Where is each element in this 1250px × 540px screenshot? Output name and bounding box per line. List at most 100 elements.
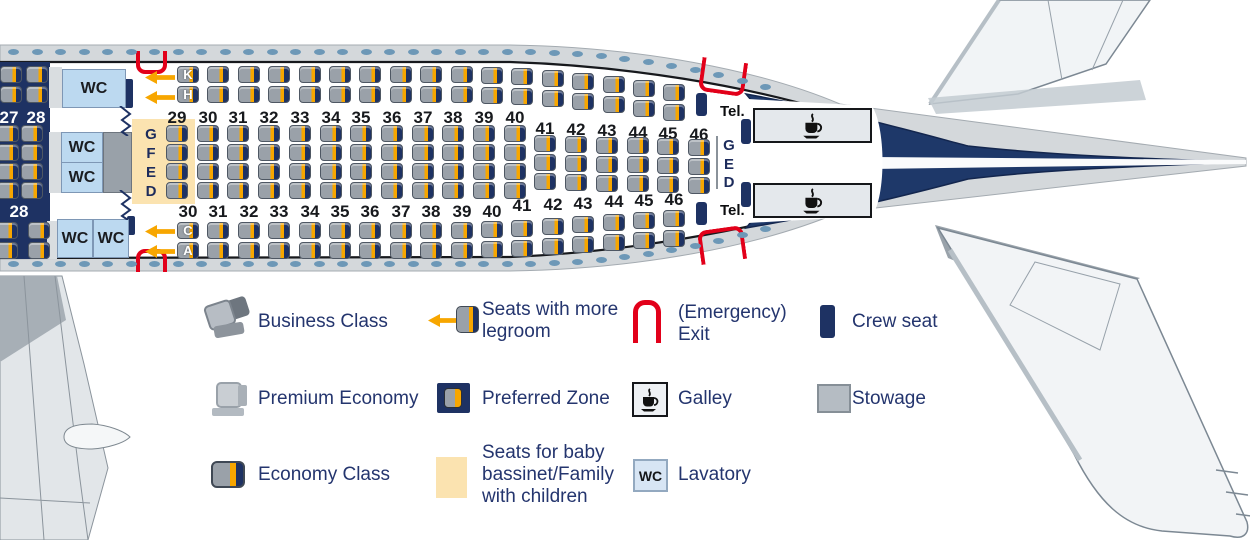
seat [359, 222, 381, 239]
emergency-exit-marker [696, 224, 748, 266]
window [572, 259, 583, 265]
seat-letter-label: F [146, 145, 156, 162]
seat [473, 144, 495, 161]
seat [329, 242, 351, 259]
seat-letter-label: E [145, 164, 156, 181]
seat [596, 137, 618, 154]
legend-label: Premium Economy [258, 388, 419, 409]
seat: A [177, 242, 199, 259]
window [455, 49, 466, 55]
window [361, 261, 372, 267]
seat [0, 182, 19, 199]
row-number: 40 [505, 108, 525, 127]
seat [390, 66, 412, 83]
seat: H [177, 86, 199, 103]
seat [565, 136, 587, 153]
seat [451, 242, 473, 259]
seat [688, 139, 710, 156]
seat [451, 86, 473, 103]
window [149, 49, 160, 55]
window [549, 260, 560, 266]
seat [511, 88, 533, 105]
window [173, 261, 184, 267]
row-number: 35 [330, 202, 350, 221]
seat [420, 222, 442, 239]
seat [627, 156, 649, 173]
seat [166, 163, 188, 180]
seat-letter: A [183, 243, 193, 258]
lavatory: WC [57, 219, 93, 258]
seat [227, 182, 249, 199]
legroom-arrow-seat-icon [428, 306, 480, 334]
coffee-cup-icon [802, 112, 822, 138]
seat [473, 182, 495, 199]
seat [227, 163, 249, 180]
seat [227, 125, 249, 142]
seat [26, 86, 48, 103]
seat [268, 86, 290, 103]
seat [0, 242, 18, 259]
legend-label: Stowage [852, 388, 926, 409]
legroom-arrow-icon [145, 91, 175, 104]
window [314, 261, 325, 267]
row-number: 40 [482, 202, 502, 221]
stowage-strip [49, 132, 61, 193]
seat [412, 163, 434, 180]
row-number: 38 [421, 202, 441, 221]
row-number: 36 [382, 108, 402, 127]
seat [350, 182, 372, 199]
seat [663, 104, 685, 121]
window [455, 261, 466, 267]
seat [238, 222, 260, 239]
window [267, 261, 278, 267]
seat [289, 163, 311, 180]
seat [166, 144, 188, 161]
seat [572, 73, 594, 90]
seat [603, 214, 625, 231]
window [643, 251, 654, 257]
seat [21, 144, 43, 161]
window [220, 49, 231, 55]
seat [603, 234, 625, 251]
row-number: 42 [543, 195, 563, 214]
seat [504, 125, 526, 142]
seat [511, 240, 533, 257]
window [760, 84, 771, 90]
row-number: 31 [228, 108, 248, 127]
seat [565, 174, 587, 191]
row-number: 31 [208, 202, 228, 221]
seat [442, 144, 464, 161]
emergency-exit-marker [136, 51, 167, 74]
window [572, 51, 583, 57]
window [478, 49, 489, 55]
seat [534, 173, 556, 190]
seat [633, 232, 655, 249]
window [619, 254, 630, 260]
window [126, 261, 137, 267]
seat [350, 144, 372, 161]
seat-letter-label: E [723, 156, 734, 173]
seat [572, 236, 594, 253]
legend-label: Preferred Zone [482, 388, 610, 409]
seat [0, 66, 22, 83]
seat [657, 138, 679, 155]
seat [350, 125, 372, 142]
seat [207, 86, 229, 103]
crew-seat [741, 182, 751, 207]
window [408, 49, 419, 55]
row-number: 43 [597, 121, 617, 140]
tailplane-upper [928, 0, 1151, 114]
legend-label: Business Class [258, 311, 388, 332]
crew-seat-icon [820, 305, 835, 338]
economy-class-seat-icon [211, 461, 245, 488]
seat [359, 86, 381, 103]
seat [320, 163, 342, 180]
seat [412, 125, 434, 142]
coffee-cup-icon [802, 187, 822, 213]
seat [299, 222, 321, 239]
seat [0, 86, 22, 103]
row-number: 30 [198, 108, 218, 127]
telephone-label: Tel. [720, 103, 745, 120]
seat [657, 176, 679, 193]
